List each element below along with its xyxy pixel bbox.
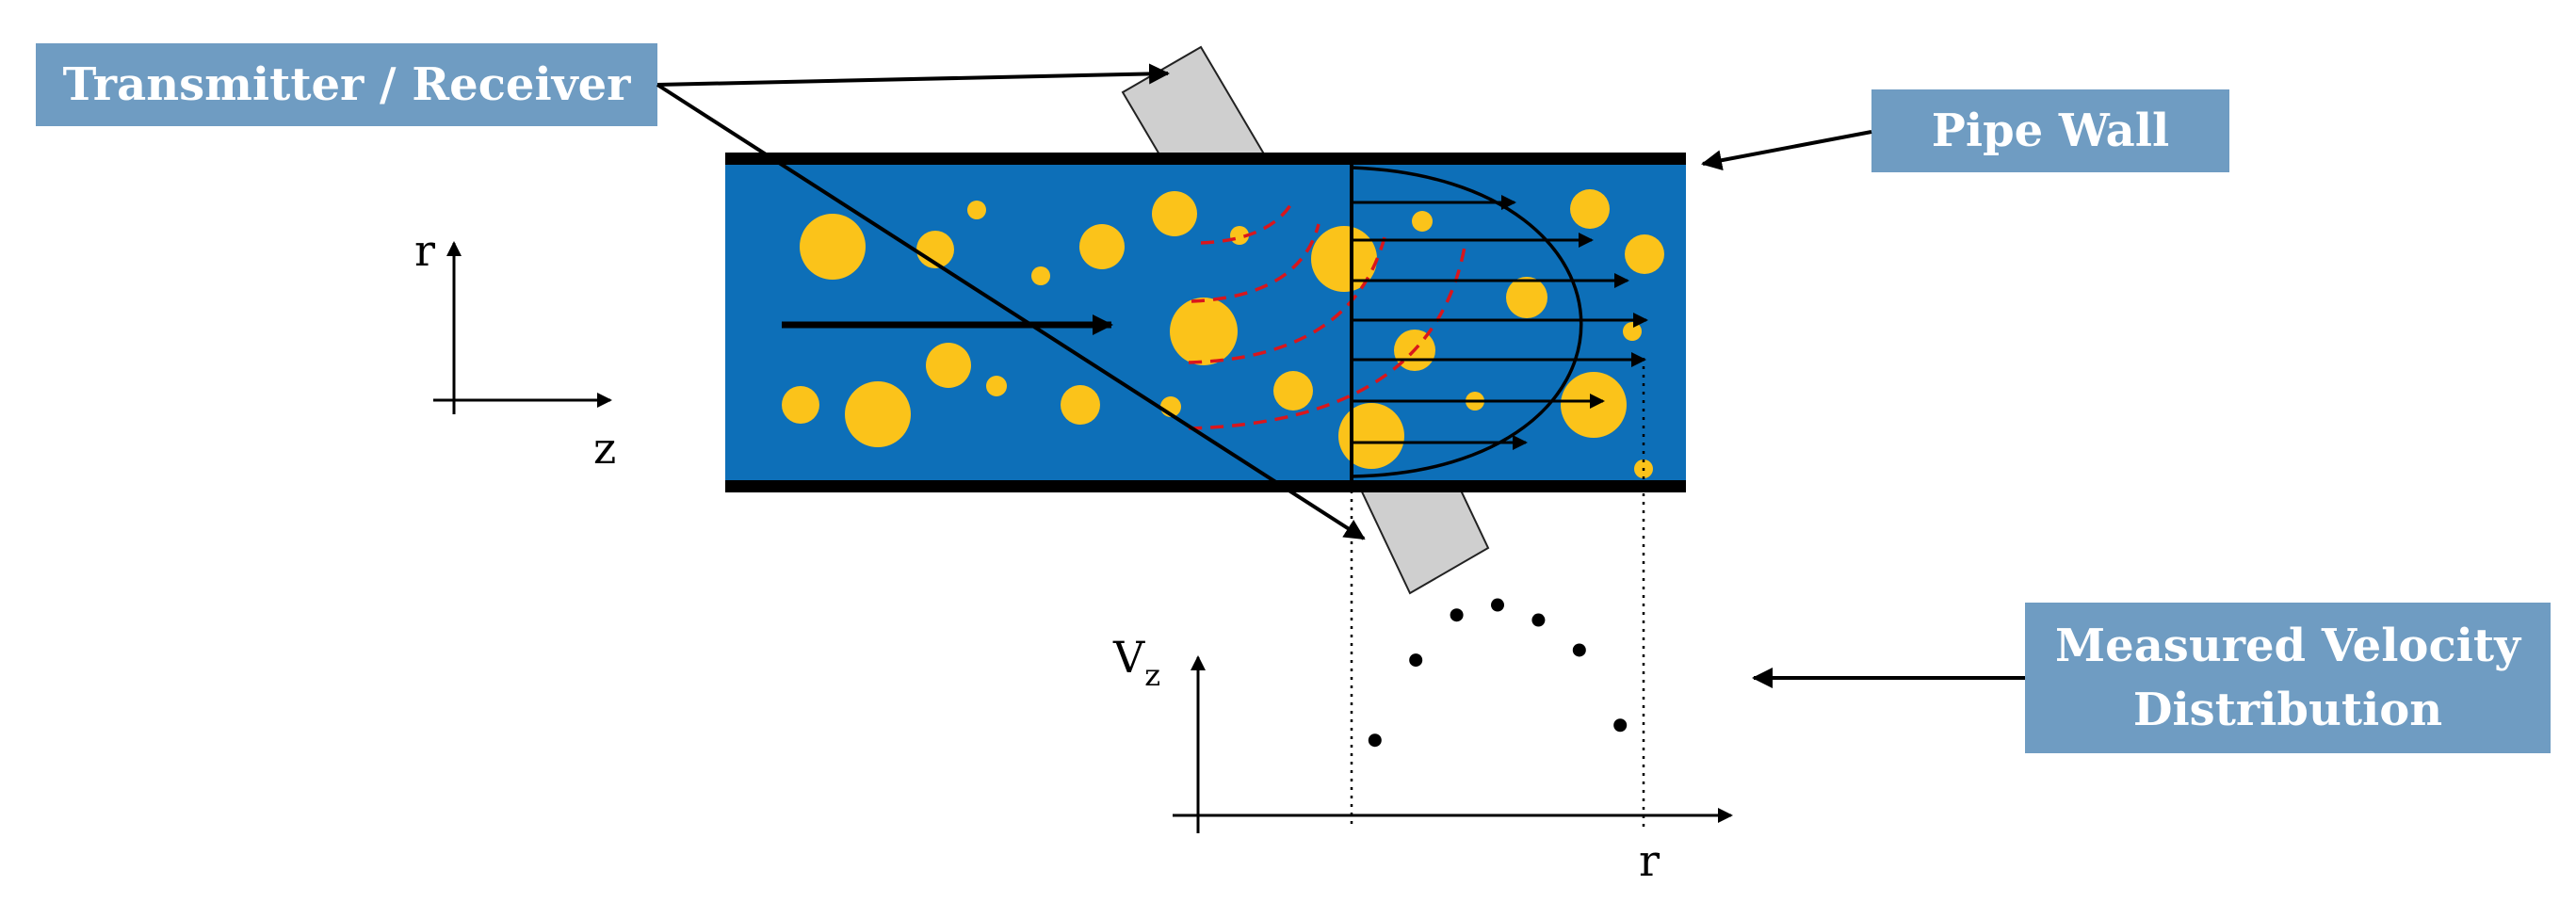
measured-point [1409,653,1423,668]
bubble [845,381,911,447]
guide-lines [1350,358,1645,829]
wave-arc [1200,204,1292,245]
bubble [1311,226,1377,292]
coordinate-axes [433,241,612,414]
pointer-to-pipe-wall [1701,130,1872,171]
measured-label-line1: Measured Velocity [2055,620,2522,672]
bubble [1561,372,1627,438]
pipe-wall-bottom [725,480,1686,492]
bubble [967,201,986,219]
pipe-wall-label-box [1871,89,2229,172]
pipe-wall-top [725,153,1686,165]
measured-point [1450,608,1464,622]
pipe [725,153,1686,492]
bubble [926,343,971,388]
bubble [1412,211,1433,232]
ultrasonic-waves [1188,204,1466,430]
bubble [986,376,1007,396]
wave-arc [1191,223,1320,303]
profile-curve [1351,166,1583,478]
z-axis-label: z [593,423,616,474]
velocity-profile [1350,162,1648,482]
measured-point [1491,598,1504,612]
measured-points [1368,598,1628,748]
bubble [1570,189,1610,229]
bubble [1170,298,1238,365]
bubble [782,386,819,424]
bubble [1061,385,1100,425]
measured-point [1531,613,1546,627]
measured-velocity-label: Measured Velocity Distribution [2025,603,2551,753]
bubble [1273,371,1313,411]
measured-label-line2: Distribution [2133,684,2442,736]
wave-arc [1188,246,1466,430]
bubble [1152,191,1197,236]
pipe-wall-label: Pipe Wall [1871,89,2229,172]
transmitter-label-text: Transmitter / Receiver [63,58,632,111]
transmitter-label-box [36,43,657,126]
bubble [800,214,866,280]
measured-point [1572,643,1586,657]
bubble [1625,234,1664,274]
pointer-to-top-transducer [656,63,1170,87]
bubble [1031,266,1050,285]
measured-point [1613,718,1628,733]
wave-arc [1188,236,1386,364]
pipe-wall-label-text: Pipe Wall [1932,105,2169,157]
measured-point [1368,733,1382,748]
distribution-axes [1173,655,1733,833]
r-axis-label: r [414,225,435,276]
transmitter-receiver-label: Transmitter / Receiver [36,43,657,126]
radial-axis-label: r [1639,835,1660,886]
bubble [1623,322,1642,341]
vz-axis-label: Vz [1112,632,1160,693]
bubble [1506,277,1547,318]
measured-label-box [2025,603,2551,753]
bubble [1338,403,1404,469]
bubble [1079,224,1125,269]
pointer-to-bottom-transducer [656,83,1366,540]
